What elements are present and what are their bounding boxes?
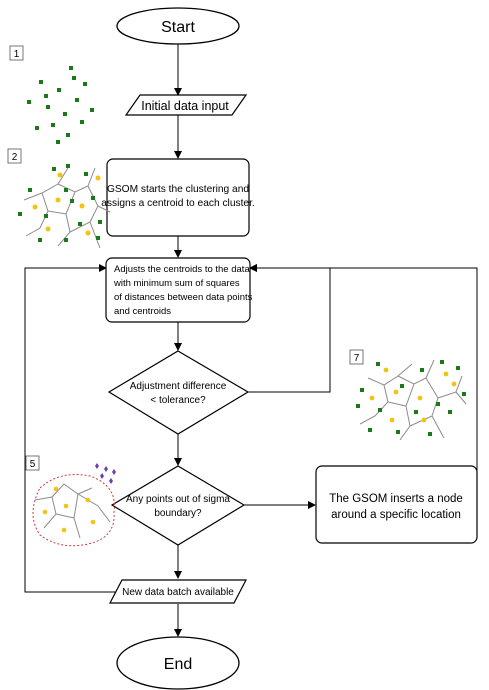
gsom-start-line-2: assigns a centroid to each cluster. (101, 198, 254, 209)
panel-label-2: 2 (7, 148, 22, 164)
adjust-line-1: Adjusts the centroids to the data (114, 264, 250, 275)
decision-tolerance-node: Adjustment difference < tolerance? (107, 350, 250, 435)
grown-map-illustration-7 (356, 359, 467, 441)
adjust-line-4: and centroids (114, 306, 171, 317)
sigma-line-2: boundary? (154, 508, 202, 519)
tolerance-line-2: < tolerance? (150, 395, 206, 406)
voronoi-illustration-2 (18, 164, 111, 249)
new-data-batch-node: New data batch available (109, 579, 247, 604)
gsom-start-node: GSOM starts the clustering and assigns a… (101, 158, 255, 237)
sigma-boundary-illustration-5 (32, 463, 116, 547)
initial-data-input-node: Initial data input (124, 94, 248, 116)
data-points-illustration-1 (27, 66, 94, 144)
insert-line-1: The GSOM inserts a node (329, 493, 463, 505)
insert-line-2: around a specific location (331, 509, 461, 521)
insert-node-process: The GSOM inserts a node around a specifi… (315, 465, 478, 544)
end-node: End (116, 636, 240, 690)
sigma-line-1: Any points out of sigma (126, 494, 230, 505)
gsom-start-line-1: GSOM starts the clustering and (107, 184, 249, 195)
svg-text:1: 1 (14, 49, 20, 60)
svg-text:New data batch available: New data batch available (122, 587, 234, 598)
adjust-centroids-node: Adjusts the centroids to the data with m… (105, 257, 253, 323)
edge-batch-loop (24, 264, 118, 593)
svg-text:2: 2 (12, 152, 18, 163)
start-node: Start (116, 7, 240, 45)
svg-text:7: 7 (354, 353, 360, 364)
tolerance-line-1: Adjustment difference (130, 381, 227, 392)
panel-label-7: 7 (349, 349, 364, 365)
panel-label-1: 1 (9, 45, 24, 61)
panel-label-5: 5 (25, 455, 40, 471)
edge-insert-loop (249, 264, 478, 505)
adjust-line-3: of distances between data points (114, 292, 253, 303)
decision-sigma-node: Any points out of sigma boundary? (110, 465, 246, 546)
svg-text:5: 5 (30, 459, 36, 470)
svg-text:Initial data input: Initial data input (141, 99, 229, 113)
svg-text:End: End (164, 656, 192, 673)
svg-text:Start: Start (161, 19, 195, 36)
edge-decision1-loop (248, 264, 331, 393)
adjust-line-2: with minimum sum of squares (113, 278, 240, 289)
